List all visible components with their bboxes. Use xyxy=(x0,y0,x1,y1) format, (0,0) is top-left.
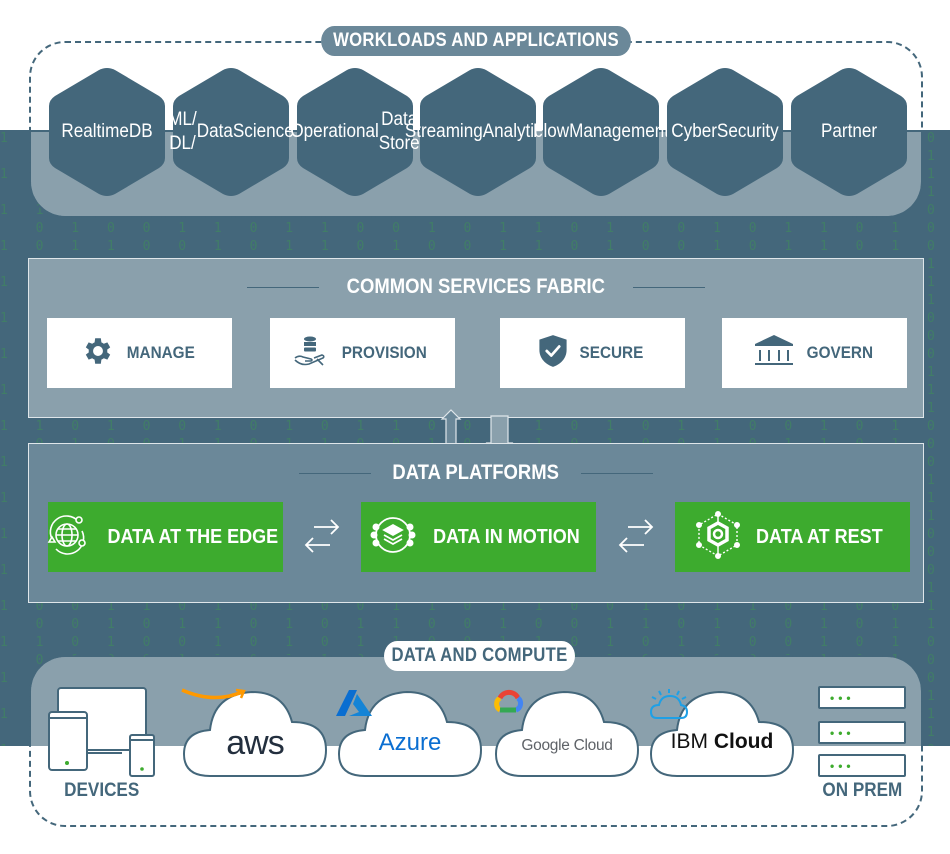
globe-orbit-icon xyxy=(44,512,90,563)
ibm-logo-text: IBM xyxy=(670,730,708,753)
hexagon-shape xyxy=(49,68,165,196)
aws-smile-icon xyxy=(181,688,246,700)
google-cloud-logo-icon xyxy=(494,689,524,713)
workloads-title: WORKLOADS AND APPLICATIONS xyxy=(321,26,631,56)
service-label: PROVISION xyxy=(341,343,428,362)
layers-stream-icon xyxy=(369,512,417,563)
platform-data-at-the-edge[interactable]: DATA AT THE EDGE xyxy=(47,502,283,572)
service-provision[interactable]: PROVISION xyxy=(270,318,455,388)
cloud-logo: aws xyxy=(180,688,330,780)
devices-label: DEVICES xyxy=(64,780,140,801)
platform-data-at-rest[interactable]: DATA AT REST xyxy=(675,502,910,572)
swap-arrows-icon xyxy=(304,519,340,553)
workload-label: Partner xyxy=(820,121,878,142)
server-unit: ••• xyxy=(818,721,906,744)
workload-hexagon[interactable]: Partner xyxy=(789,66,909,198)
swap-arrows-icon xyxy=(618,519,654,553)
cloud-aws[interactable]: aws xyxy=(180,688,330,780)
hexagon-node-icon xyxy=(695,510,741,565)
title-rule-left xyxy=(247,286,320,289)
hexagon-shape xyxy=(791,68,907,196)
cloud-logo: Google Cloud xyxy=(492,688,642,780)
title-rule-left xyxy=(299,472,372,475)
hexagon-shape xyxy=(667,68,783,196)
shield-check-icon xyxy=(538,334,568,373)
hexagon-shape xyxy=(543,68,659,196)
aws-logo-text: aws xyxy=(226,724,284,762)
institution-icon xyxy=(753,334,795,373)
google-cloud-logo-text: Google Cloud xyxy=(521,737,613,754)
cloud-shape xyxy=(337,690,483,777)
cloud-logo: IBM Cloud xyxy=(647,688,797,780)
title-rule-right xyxy=(580,472,653,475)
service-manage[interactable]: MANAGE xyxy=(47,318,232,388)
hexagon-shape xyxy=(420,68,536,196)
cloud-ibm-cloud[interactable]: IBM Cloud xyxy=(647,688,797,780)
title-rule-right xyxy=(632,286,705,289)
platform-data-in-motion[interactable]: DATA IN MOTION xyxy=(361,502,596,572)
cloud-shape xyxy=(182,690,328,777)
fabric-title-row: COMMON SERVICES FABRIC xyxy=(29,275,923,299)
service-label: GOVERN xyxy=(806,343,873,362)
platforms-title: DATA PLATFORMS xyxy=(392,461,560,484)
compute-title: DATA AND COMPUTE xyxy=(384,641,575,671)
service-govern[interactable]: GOVERN xyxy=(722,318,907,388)
platform-label: DATA IN MOTION xyxy=(433,525,580,548)
ibm-cloud-logo-icon xyxy=(649,689,689,719)
server-unit: ••• xyxy=(818,754,906,777)
platforms-title-row: DATA PLATFORMS xyxy=(29,461,923,485)
azure-logo-text: Azure xyxy=(378,729,442,756)
database-hand-icon xyxy=(293,333,329,374)
on-prem-label: ON PREM xyxy=(822,780,903,801)
fabric-title: COMMON SERVICES FABRIC xyxy=(346,275,606,298)
service-label: MANAGE xyxy=(126,343,195,362)
server-unit: ••• xyxy=(818,686,906,709)
hexagon-shape xyxy=(173,68,289,196)
hexagon-shape xyxy=(297,68,413,196)
service-label: SECURE xyxy=(579,343,644,362)
platform-label: DATA AT THE EDGE xyxy=(107,525,278,548)
cloud-logo: Azure xyxy=(335,688,485,780)
gear-icon xyxy=(81,334,115,373)
ibm-cloud-logo-text: Cloud xyxy=(713,730,774,753)
service-secure[interactable]: SECURE xyxy=(500,318,685,388)
devices-icon xyxy=(48,687,155,777)
azure-logo-icon xyxy=(336,690,372,716)
cloud-google-cloud[interactable]: Google Cloud xyxy=(492,688,642,780)
cloud-azure[interactable]: Azure xyxy=(335,688,485,780)
platform-label: DATA AT REST xyxy=(756,525,883,548)
cloud-shape xyxy=(494,690,640,777)
